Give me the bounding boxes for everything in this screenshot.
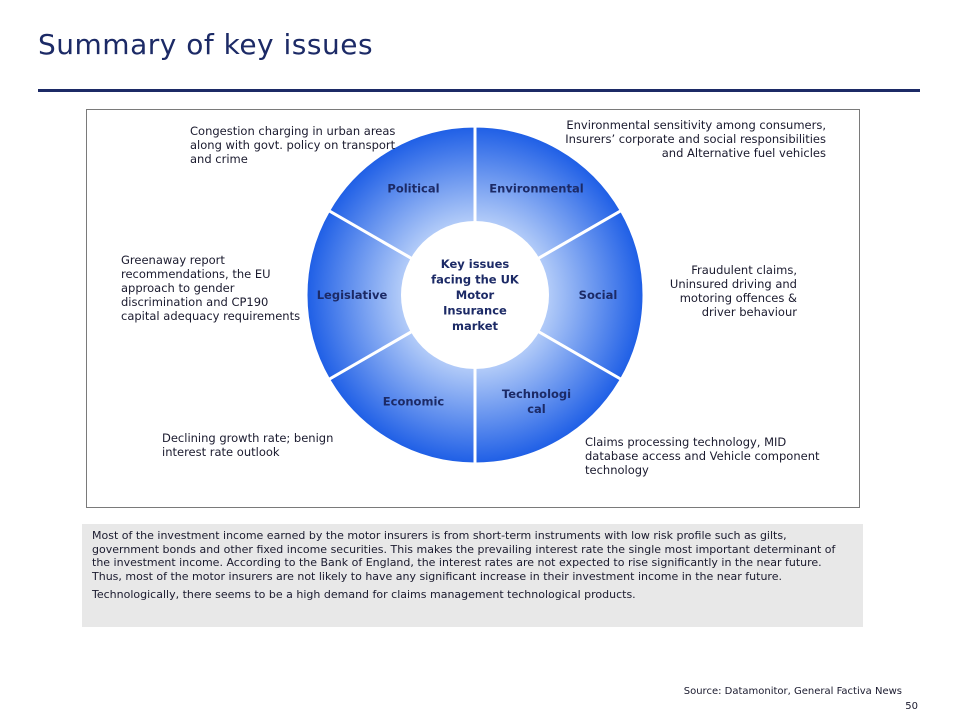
page-number: 50 bbox=[905, 701, 918, 712]
segment-label-environmental: Environmental bbox=[489, 181, 583, 195]
note-environmental: Environmental sensitivity among consumer… bbox=[565, 118, 826, 160]
title-divider bbox=[38, 89, 920, 92]
note-technological: Claims processing technology, MID databa… bbox=[585, 435, 820, 477]
summary-paragraph-1: Most of the investment income earned by … bbox=[92, 529, 836, 583]
segment-label-political: Political bbox=[387, 181, 439, 195]
note-political: Congestion charging in urban areas along… bbox=[190, 124, 396, 166]
summary-paragraph-2: Technologically, there seems to be a hig… bbox=[92, 588, 636, 602]
page-title: Summary of key issues bbox=[38, 28, 374, 61]
segment-social bbox=[472, 208, 646, 382]
segment-label-economic: Economic bbox=[383, 395, 445, 409]
segment-label-social: Social bbox=[579, 288, 618, 302]
segment-label-legislative: Legislative bbox=[317, 288, 388, 302]
note-economic: Declining growth rate; benign interest r… bbox=[162, 431, 334, 459]
note-legislative: Greenaway report recommendations, the EU… bbox=[121, 253, 301, 323]
segment-legislative bbox=[304, 208, 478, 382]
note-social: Fraudulent claims, Uninsured driving and… bbox=[669, 263, 797, 319]
diagram-frame bbox=[86, 109, 860, 508]
summary-box: Most of the investment income earned by … bbox=[82, 524, 863, 627]
center-circle bbox=[401, 221, 549, 369]
source-note: Source: Datamonitor, General Factiva New… bbox=[683, 686, 902, 697]
